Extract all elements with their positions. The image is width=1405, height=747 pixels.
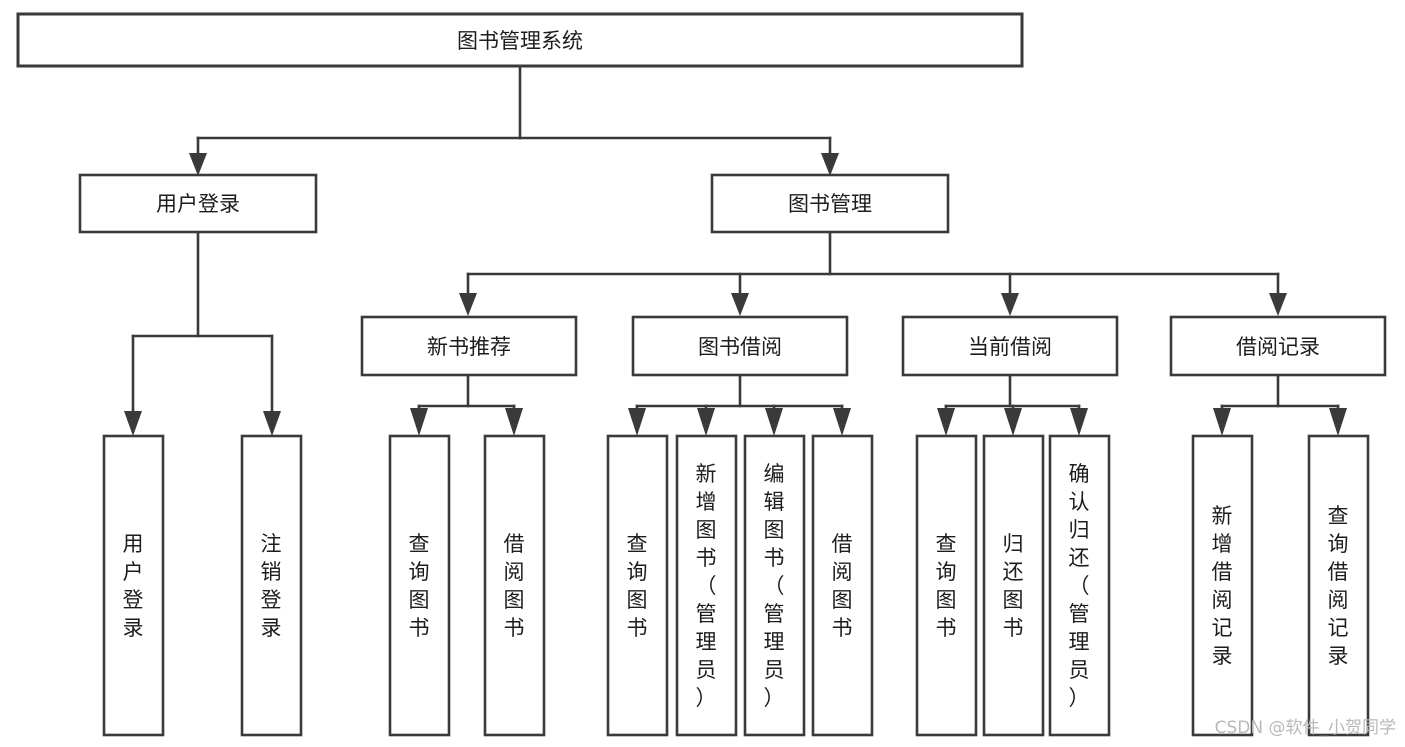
node-box[interactable] xyxy=(1169,315,1387,377)
arrow-head-icon xyxy=(697,408,715,436)
node-box[interactable] xyxy=(102,434,165,737)
node-box[interactable] xyxy=(915,434,978,737)
arrow-head-icon xyxy=(189,153,207,176)
node-box[interactable] xyxy=(78,173,318,234)
node-label-new-book-recommend: 新书推荐 xyxy=(427,335,511,359)
node-box[interactable] xyxy=(360,315,578,377)
node-root[interactable]: 图书管理系统 xyxy=(16,12,1024,68)
arrow-head-icon xyxy=(1070,408,1088,436)
arrow-head-icon xyxy=(628,408,646,436)
node-leaf-query-book-c[interactable]: 查询图书 xyxy=(915,434,978,737)
node-leaf-query-book-b[interactable]: 查询图书 xyxy=(606,434,669,737)
node-label-leaf-edit-book: 编辑图书（管理员） xyxy=(764,462,785,710)
node-label-leaf-borrow-book-b: 借阅图书 xyxy=(832,532,853,640)
node-box[interactable] xyxy=(1307,434,1370,737)
node-leaf-add-record[interactable]: 新增借阅记录 xyxy=(1191,434,1254,737)
arrow-head-icon xyxy=(263,411,281,436)
arrow-head-icon xyxy=(410,408,428,436)
edge-book-manage-to-level3 xyxy=(459,231,1287,316)
node-label-root: 图书管理系统 xyxy=(457,29,583,53)
node-label-leaf-add-book: 新增图书（管理员） xyxy=(696,462,717,710)
arrow-head-icon xyxy=(1329,408,1347,436)
arrow-head-icon xyxy=(459,293,477,316)
node-label-current-borrow: 当前借阅 xyxy=(968,335,1052,359)
connector-layer xyxy=(124,64,1347,436)
node-leaf-borrow-book-a[interactable]: 借阅图书 xyxy=(483,434,546,737)
node-leaf-confirm-return[interactable]: 确认归还（管理员） xyxy=(1048,434,1111,737)
arrow-head-icon xyxy=(1269,293,1287,316)
node-box[interactable] xyxy=(710,173,950,234)
node-box[interactable] xyxy=(743,434,806,737)
edge-current-borrow-to-leaves xyxy=(937,374,1088,436)
node-box[interactable] xyxy=(1191,434,1254,737)
node-borrow-record[interactable]: 借阅记录 xyxy=(1169,315,1387,377)
node-leaf-user-login[interactable]: 用户登录 xyxy=(102,434,165,737)
edge-book-borrow-to-leaves xyxy=(628,374,851,436)
node-label-leaf-query-book-a: 查询图书 xyxy=(409,532,430,640)
arrow-head-icon xyxy=(1004,408,1022,436)
node-box[interactable] xyxy=(1048,434,1111,737)
node-leaf-edit-book[interactable]: 编辑图书（管理员） xyxy=(743,434,806,737)
node-label-leaf-logout: 注销登录 xyxy=(261,532,282,640)
node-box[interactable] xyxy=(982,434,1045,737)
node-leaf-borrow-book-b[interactable]: 借阅图书 xyxy=(811,434,874,737)
node-book-manage[interactable]: 图书管理 xyxy=(710,173,950,234)
node-box[interactable] xyxy=(811,434,874,737)
edge-root-to-level2 xyxy=(189,64,839,176)
node-current-borrow[interactable]: 当前借阅 xyxy=(901,315,1119,377)
csdn-watermark: CSDN @软件_小贺同学 xyxy=(1215,718,1396,738)
node-label-leaf-query-record: 查询借阅记录 xyxy=(1328,504,1349,668)
node-label-book-manage: 图书管理 xyxy=(788,192,872,216)
node-label-leaf-borrow-book-a: 借阅图书 xyxy=(504,532,525,640)
node-label-user-login: 用户登录 xyxy=(156,192,240,216)
node-leaf-add-book[interactable]: 新增图书（管理员） xyxy=(675,434,738,737)
edge-borrow-record-to-leaves xyxy=(1213,374,1347,436)
node-leaf-query-book-a[interactable]: 查询图书 xyxy=(388,434,451,737)
node-label-leaf-query-book-c: 查询图书 xyxy=(936,532,957,640)
arrow-head-icon xyxy=(937,408,955,436)
arrow-head-icon xyxy=(765,408,783,436)
arrow-head-icon xyxy=(124,411,142,436)
node-leaf-query-record[interactable]: 查询借阅记录 xyxy=(1307,434,1370,737)
node-label-leaf-query-book-b: 查询图书 xyxy=(627,532,648,640)
node-user-login[interactable]: 用户登录 xyxy=(78,173,318,234)
node-box[interactable] xyxy=(240,434,303,737)
edge-user-login-to-leaves xyxy=(124,231,281,436)
node-leaf-return-book[interactable]: 归还图书 xyxy=(982,434,1045,737)
node-box[interactable] xyxy=(483,434,546,737)
node-label-leaf-user-login: 用户登录 xyxy=(123,532,144,640)
arrow-head-icon xyxy=(505,408,523,436)
arrow-head-icon xyxy=(1001,293,1019,316)
node-book-borrow[interactable]: 图书借阅 xyxy=(631,315,849,377)
node-box[interactable] xyxy=(675,434,738,737)
node-leaf-logout[interactable]: 注销登录 xyxy=(240,434,303,737)
arrow-head-icon xyxy=(833,408,851,436)
node-box[interactable] xyxy=(16,12,1024,68)
node-label-leaf-confirm-return: 确认归还（管理员） xyxy=(1069,462,1090,710)
node-box[interactable] xyxy=(631,315,849,377)
node-label-book-borrow: 图书借阅 xyxy=(698,335,782,359)
node-label-leaf-add-record: 新增借阅记录 xyxy=(1212,504,1233,668)
node-label-borrow-record: 借阅记录 xyxy=(1236,335,1320,359)
node-box[interactable] xyxy=(901,315,1119,377)
arrow-head-icon xyxy=(1213,408,1231,436)
arrow-head-icon xyxy=(731,293,749,316)
node-label-leaf-return-book: 归还图书 xyxy=(1003,532,1024,640)
arrow-head-icon xyxy=(821,153,839,176)
node-new-book-recommend[interactable]: 新书推荐 xyxy=(360,315,578,377)
node-box[interactable] xyxy=(388,434,451,737)
edge-new-book-rec-to-leaves xyxy=(410,374,523,436)
node-box[interactable] xyxy=(606,434,669,737)
